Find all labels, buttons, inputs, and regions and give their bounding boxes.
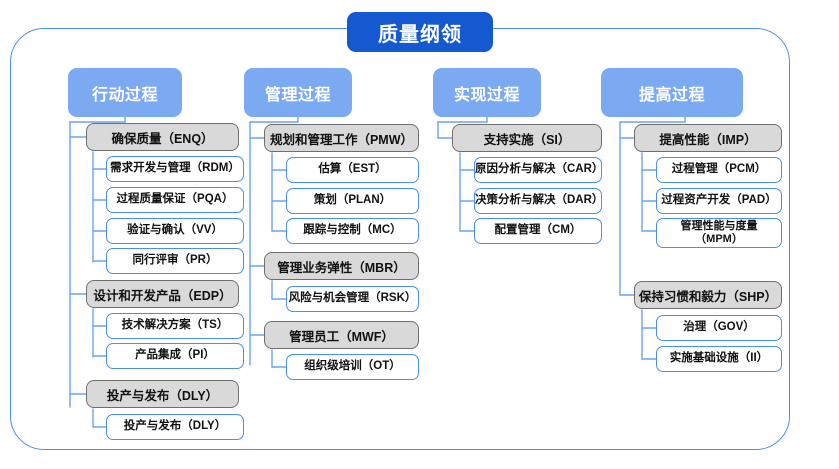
leaf-box-pqa[interactable]: 过程质量保证（PQA） <box>106 187 244 213</box>
group-box-imp[interactable]: 提高性能（IMP） <box>634 124 782 152</box>
leaf-box-pcm[interactable]: 过程管理（PCM） <box>656 157 782 183</box>
leaf-box-vv[interactable]: 验证与确认（VV） <box>106 218 244 244</box>
leaf-box-est[interactable]: 估算（EST） <box>286 157 419 183</box>
leaf-box-pad[interactable]: 过程资产开发（PAD） <box>656 188 782 214</box>
leaf-box-ii[interactable]: 实施基础设施（II） <box>656 346 782 372</box>
group-box-edp[interactable]: 设计和开发产品（EDP） <box>86 280 239 308</box>
group-box-mbr[interactable]: 管理业务弹性（MBR） <box>264 252 419 280</box>
group-box-pmw[interactable]: 规划和管理工作（PMW） <box>264 124 419 152</box>
column-header-improve[interactable]: 提高过程 <box>601 68 743 117</box>
group-box-enq[interactable]: 确保质量（ENQ） <box>86 123 239 151</box>
leaf-box-rdm[interactable]: 需求开发与管理（RDM） <box>106 156 244 182</box>
leaf-box-dly[interactable]: 投产与发布（DLY） <box>106 414 244 440</box>
group-box-si[interactable]: 支持实施（SI） <box>452 124 602 152</box>
group-box-shp[interactable]: 保持习惯和毅力（SHP） <box>634 281 782 309</box>
leaf-box-mpm[interactable]: 管理性能与度量 （MPM） <box>656 218 782 248</box>
leaf-box-car[interactable]: 原因分析与解决（CAR） <box>474 157 603 183</box>
leaf-box-dar[interactable]: 决策分析与解决（DAR） <box>474 188 603 214</box>
leaf-box-pi[interactable]: 产品集成（PI） <box>106 343 244 369</box>
leaf-box-mc[interactable]: 跟踪与控制（MC） <box>286 218 419 244</box>
leaf-box-plan[interactable]: 策划（PLAN） <box>286 188 419 214</box>
column-header-manage[interactable]: 管理过程 <box>244 68 352 117</box>
leaf-box-cm[interactable]: 配置管理（CM） <box>474 218 602 244</box>
leaf-box-ot[interactable]: 组织级培训（OT） <box>286 354 419 380</box>
leaf-box-rsk[interactable]: 风险与机会管理（RSK） <box>286 286 419 312</box>
column-header-realize[interactable]: 实现过程 <box>433 68 541 117</box>
diagram-title: 质量纲领 <box>347 12 493 52</box>
leaf-box-gov[interactable]: 治理（GOV） <box>656 315 782 341</box>
group-box-dly[interactable]: 投产与发布（DLY） <box>86 380 239 408</box>
column-header-action[interactable]: 行动过程 <box>68 68 182 117</box>
leaf-box-ts[interactable]: 技术解决方案（TS） <box>106 313 244 339</box>
group-box-mwf[interactable]: 管理员工（MWF） <box>264 321 419 349</box>
leaf-box-pr[interactable]: 同行评审（PR） <box>106 248 244 274</box>
